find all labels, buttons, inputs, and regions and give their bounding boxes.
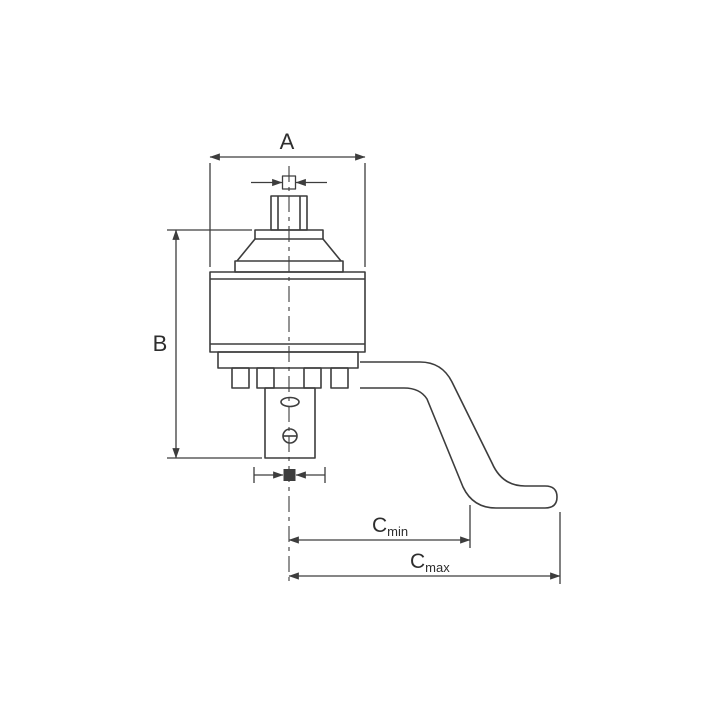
- dim-cmin-subscript: min: [387, 524, 408, 539]
- bottom-tab-3: [303, 367, 322, 389]
- dim-cmax-label: Cmax: [410, 550, 450, 575]
- dim-a-label: A: [280, 129, 295, 154]
- top-square-drive-symbol: [251, 175, 327, 190]
- filled-square-symbol-icon: [283, 469, 296, 481]
- output-square-drive: [264, 387, 316, 459]
- reaction-arm: [360, 361, 558, 509]
- bottom-tab-4: [330, 367, 349, 389]
- reaction-arm-outline: [360, 361, 558, 509]
- taper-section: [236, 238, 342, 262]
- dimension-c-max: Cmax: [288, 512, 561, 584]
- dimension-a: A: [209, 129, 366, 267]
- collar: [254, 229, 324, 240]
- main-cylinder: [209, 271, 366, 353]
- drawing-lines: A: [153, 129, 561, 584]
- dim-cmin-letter: C: [372, 514, 387, 537]
- bottom-square-drive-symbol: [253, 467, 326, 483]
- dim-cmax-letter: C: [410, 550, 425, 573]
- dimension-b: B: [153, 229, 262, 459]
- output-shank: [264, 387, 316, 459]
- dim-cmin-label: Cmin: [372, 514, 408, 539]
- dim-cmax-subscript: max: [425, 560, 450, 575]
- dimension-c-min: Cmin: [288, 505, 471, 548]
- bottom-flange: [217, 351, 359, 369]
- bottom-tab-1: [231, 367, 250, 389]
- pin-hole-upper: [280, 396, 300, 408]
- multiplier-body: [209, 195, 366, 389]
- bottom-tab-2: [256, 367, 275, 389]
- dim-b-label: B: [153, 331, 168, 356]
